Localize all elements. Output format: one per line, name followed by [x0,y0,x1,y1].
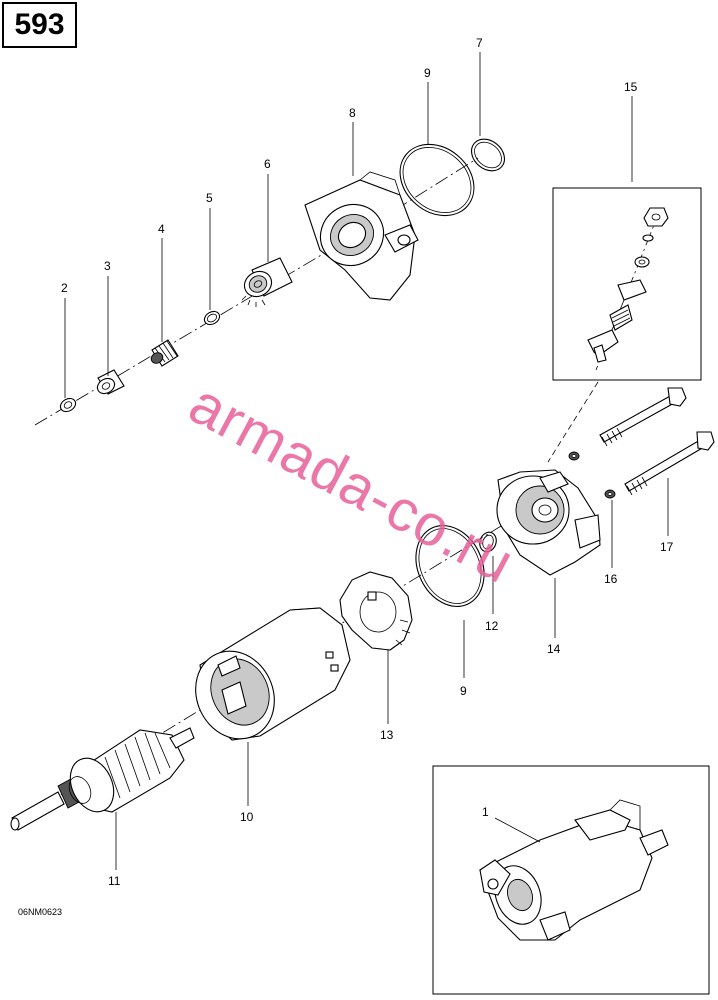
callout-5: 5 [206,191,213,205]
callout-1: 1 [482,805,489,819]
part-10-yoke-frame [195,607,351,741]
callout-13: 13 [380,728,394,742]
callout-4: 4 [158,222,165,236]
inset-leader-line [547,381,599,463]
part-1-starter-assembly-inset [432,765,710,995]
part-9-o-ring-upper [399,143,475,217]
part-15-inset [552,187,702,381]
callout-14: 14 [547,642,561,656]
part-4-spring [150,339,179,367]
callout-7: 7 [476,36,483,50]
callout-6: 6 [264,157,271,171]
callout-11: 11 [108,874,121,888]
part-7-ring [470,138,506,172]
callout-10: 10 [240,810,254,824]
callout-2: 2 [61,281,68,295]
callout-8: 8 [349,106,356,120]
upper-assembly-axis [34,234,356,426]
part-12-o-ring [479,531,497,553]
callout-labels: 1 2 3 4 5 6 7 8 9 9 10 11 12 13 14 15 16… [61,36,674,888]
figure-code: 06NM0623 [18,907,63,917]
part-5-retaining-ring [203,310,221,326]
callout-9-lower: 9 [460,684,467,698]
part-16-lock-washer-upper [568,451,580,461]
part-9-o-ring-lower [415,525,485,607]
callout-16: 16 [604,572,618,586]
part-13-brush-plate [339,571,413,651]
callout-12: 12 [485,619,499,633]
callout-17: 17 [660,540,674,554]
part-14-commutator-end-housing [496,469,601,576]
part-8-drive-end-housing [304,171,419,301]
part-6-pinion-gear [241,257,293,307]
part-2-washer [59,397,77,413]
upper-assembly-axis-2 [394,157,479,211]
callout-15: 15 [624,80,638,94]
part-17-through-bolt-upper [599,387,687,447]
part-3-bushing [96,369,125,395]
page-number-badge: 593 [2,2,77,48]
part-16-lock-washer-lower [604,489,616,499]
callout-3: 3 [104,259,111,273]
leader-lines [64,52,669,870]
part-11-armature [10,727,195,831]
callout-9-upper: 9 [424,66,431,80]
part-17-through-bolt-lower [624,431,715,496]
